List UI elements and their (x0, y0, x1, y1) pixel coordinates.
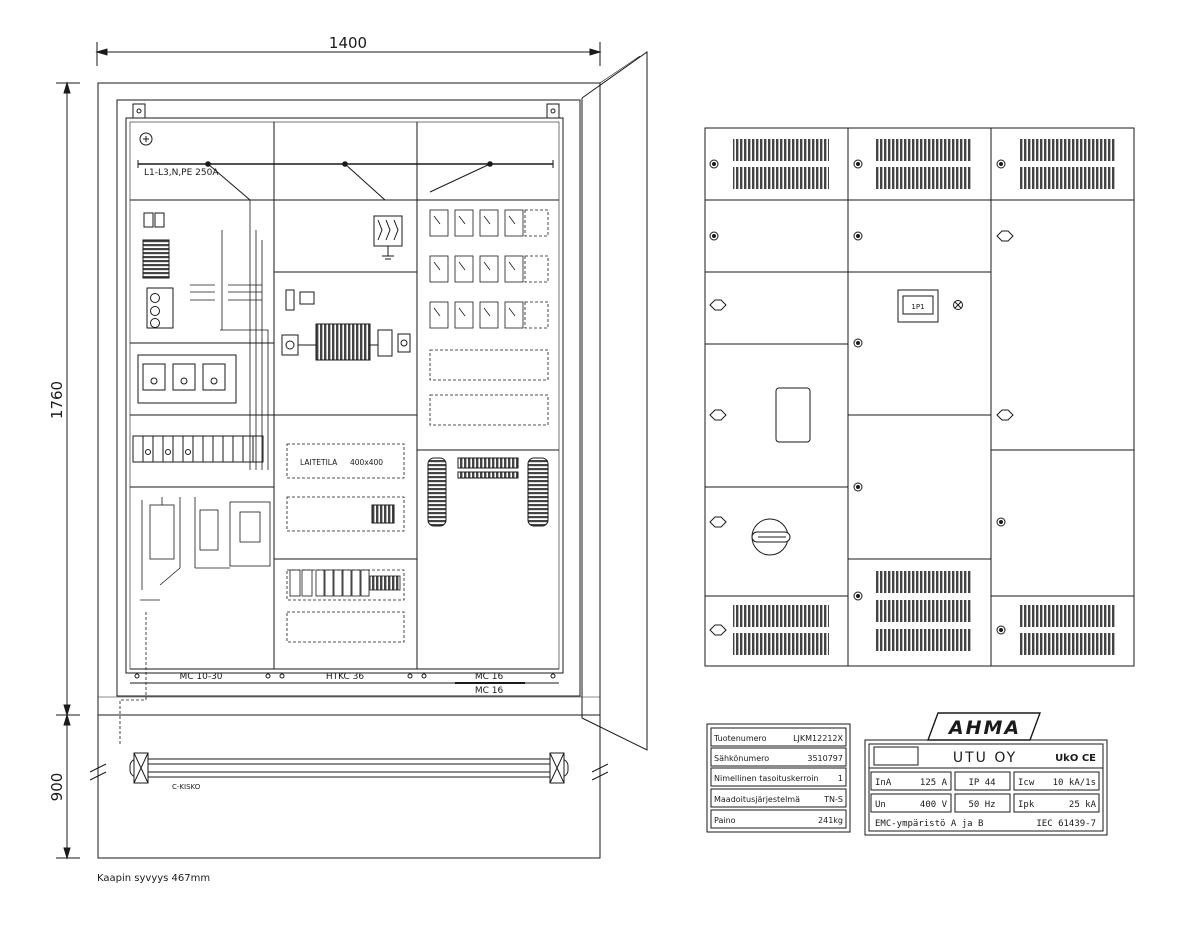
panel-locks (709, 159, 1006, 635)
product-row-value: TN-S (823, 795, 843, 804)
busbar-label: L1-L3,N,PE 250A (144, 168, 219, 178)
rating-label: IP 44 (968, 778, 995, 788)
group-breakers-right (429, 209, 549, 329)
terminal-row (132, 435, 264, 463)
cable-glands (427, 457, 549, 527)
door-handles (709, 230, 1014, 636)
emc-class: EMC-ympäristö A ja B (875, 819, 983, 829)
frame-label-htkc: HTKC 36 (326, 672, 365, 682)
rating-value: 25 kA (1069, 800, 1097, 810)
cabinet-mounting-frame (116, 99, 581, 697)
vent-grilles (733, 139, 1115, 655)
cabinet-depth-note: Kaapin syvyys 467mm (97, 873, 210, 884)
frame-label-mc-left: MC 10-30 (179, 672, 222, 682)
width-dimension-text: 1400 (329, 34, 367, 52)
control-circuit (119, 497, 271, 745)
nameplate (864, 712, 1108, 836)
c-rail-label: C-KISKO (172, 783, 201, 791)
product-row-value: 3510797 (807, 754, 843, 763)
rating-label: Un (875, 800, 886, 810)
meter-display (897, 289, 963, 323)
main-switch-handle (751, 518, 791, 556)
meter-window (775, 387, 811, 443)
main-busbar (137, 132, 554, 201)
product-row-value: 241kg (818, 816, 843, 825)
product-row-label: Maadoitusjärjestelmä (714, 795, 800, 804)
rating-label: Ipk (1018, 800, 1035, 810)
main-fuse-switch (137, 354, 237, 404)
rating-label: Icw (1018, 778, 1035, 788)
rating-value: 400 V (920, 800, 948, 810)
energy-meter-rail (281, 289, 411, 361)
product-row-label: Tuotenumero (713, 734, 767, 743)
product-row-value: LJKM12212X (793, 734, 843, 743)
incoming-terminal-block (142, 212, 174, 329)
group-breakers-middle (289, 569, 401, 597)
equipment-space-label: LAITETILA (300, 458, 338, 467)
product-info-table (706, 723, 851, 833)
product-row-label: Sähkönumero (714, 754, 769, 763)
cabinet-mounting-plate (125, 117, 564, 674)
cabinet-front-view (704, 127, 1135, 667)
meter-display-label: 1P1 (911, 303, 924, 311)
open-door (581, 51, 648, 751)
cabinet-height-text: 1760 (48, 381, 66, 419)
equipment-space-size: 400x400 (350, 458, 383, 467)
product-info-rows: Tuotenumero LJKM12212X Sähkönumero 35107… (713, 734, 844, 825)
nameplate-ratings: InA 125 A IP 44 Icw 10 kA/1s Un 400 V 50… (875, 778, 1097, 829)
cabinet-base (97, 714, 601, 859)
brand-logo: AHMA (947, 717, 1021, 739)
product-row-label: Paino (714, 816, 736, 825)
surge-protector (373, 215, 403, 260)
rating-value: 10 kA/1s (1053, 778, 1096, 788)
standard-reference: IEC 61439-7 (1036, 819, 1096, 829)
base-height-text: 900 (48, 773, 66, 802)
product-row-value: 1 (838, 774, 843, 783)
width-dimension-line (95, 42, 602, 66)
rating-label: 50 Hz (968, 800, 995, 810)
certification-marks: UkO CE (1055, 753, 1096, 764)
cabinet-interior-drawing: 1400 1760 900 (48, 34, 648, 860)
frame-label-mc-right-bottom: MC 16 (475, 686, 504, 696)
height-dimension-line (56, 81, 80, 860)
equipment-space (286, 443, 405, 479)
c-rail (129, 752, 569, 784)
rating-label: InA (875, 778, 892, 788)
maker-name: UTU OY (953, 750, 1017, 766)
frame-label-mc-right-top: MC 16 (475, 672, 504, 682)
product-row-label: Nimellinen tasoituskerroin (714, 774, 819, 783)
rating-value: 125 A (920, 778, 948, 788)
